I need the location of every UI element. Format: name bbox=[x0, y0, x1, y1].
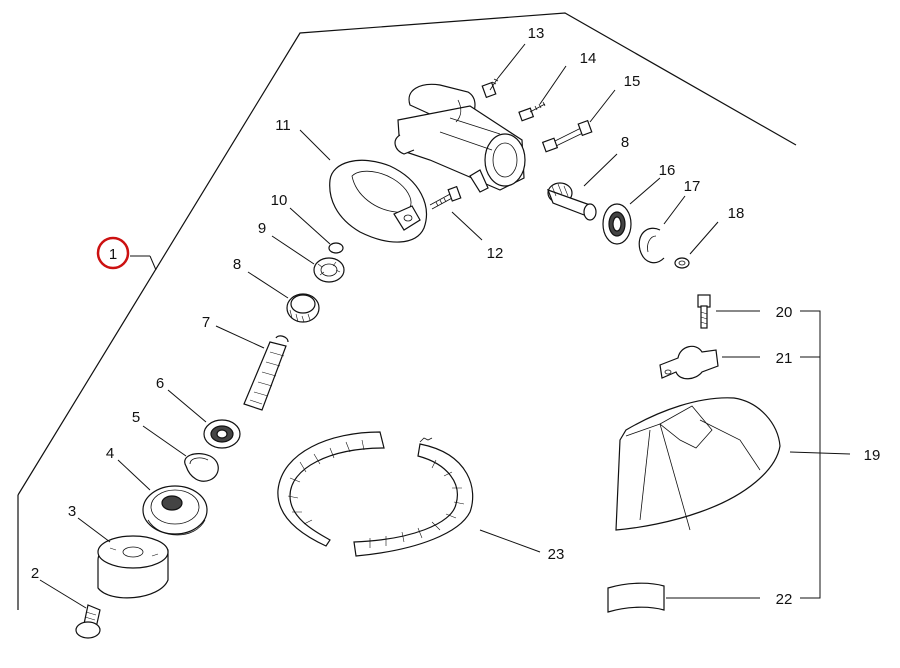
label-23: 23 bbox=[548, 546, 565, 563]
label-7: 7 bbox=[202, 314, 210, 331]
label-14: 14 bbox=[580, 50, 597, 67]
gear-8 bbox=[286, 293, 320, 323]
assembly-outline bbox=[17, 12, 797, 610]
label-22: 22 bbox=[776, 591, 793, 608]
label-3: 3 bbox=[68, 503, 76, 520]
bolt-14 bbox=[518, 101, 546, 122]
bolt-20 bbox=[697, 294, 711, 329]
needle-bearing-9 bbox=[313, 257, 345, 283]
label-15: 15 bbox=[624, 73, 641, 90]
label-2: 2 bbox=[31, 565, 39, 582]
safety-guard-19 bbox=[615, 397, 781, 531]
holder-3 bbox=[97, 535, 169, 599]
label-21: 21 bbox=[776, 350, 793, 367]
label-4: 4 bbox=[106, 445, 114, 462]
splined-shaft-7 bbox=[243, 335, 289, 411]
washer-10 bbox=[328, 242, 344, 254]
label-20: 20 bbox=[776, 304, 793, 321]
guard-ring-23 bbox=[277, 431, 474, 557]
label-5: 5 bbox=[132, 409, 140, 426]
bearing-16 bbox=[602, 203, 632, 245]
label-6: 6 bbox=[156, 375, 164, 392]
label-8-housing: 8 bbox=[621, 134, 629, 151]
sticker-22 bbox=[607, 582, 665, 613]
label-1: 1 bbox=[109, 246, 117, 263]
cover-plate-11 bbox=[329, 159, 428, 243]
leader-lines bbox=[39, 43, 851, 609]
label-9: 9 bbox=[258, 220, 266, 237]
bearing-6 bbox=[203, 419, 241, 449]
label-12: 12 bbox=[487, 245, 504, 262]
label-13: 13 bbox=[528, 25, 545, 42]
circlip-17 bbox=[638, 227, 665, 264]
holder-cup-4 bbox=[142, 485, 208, 536]
label-19: 19 bbox=[864, 447, 881, 464]
bolt-15 bbox=[541, 119, 593, 153]
gear-housing bbox=[394, 83, 526, 193]
label-8-shaft: 8 bbox=[233, 256, 241, 273]
bolt-12 bbox=[429, 185, 462, 210]
washer-18 bbox=[674, 257, 690, 269]
part-labels: 1 2 3 4 5 6 7 8 9 10 11 12 13 14 15 8 16… bbox=[31, 25, 881, 608]
label-16: 16 bbox=[659, 162, 676, 179]
highlight-circle bbox=[96, 236, 130, 270]
label-11: 11 bbox=[275, 117, 291, 134]
bolt-2 bbox=[75, 604, 101, 639]
circlip-5 bbox=[184, 453, 219, 482]
label-18: 18 bbox=[728, 205, 745, 222]
bolt-13 bbox=[481, 77, 499, 99]
label-17: 17 bbox=[684, 178, 701, 195]
pinion-shaft-8 bbox=[546, 182, 597, 221]
label-10: 10 bbox=[271, 192, 288, 209]
bracket-21 bbox=[659, 345, 719, 380]
